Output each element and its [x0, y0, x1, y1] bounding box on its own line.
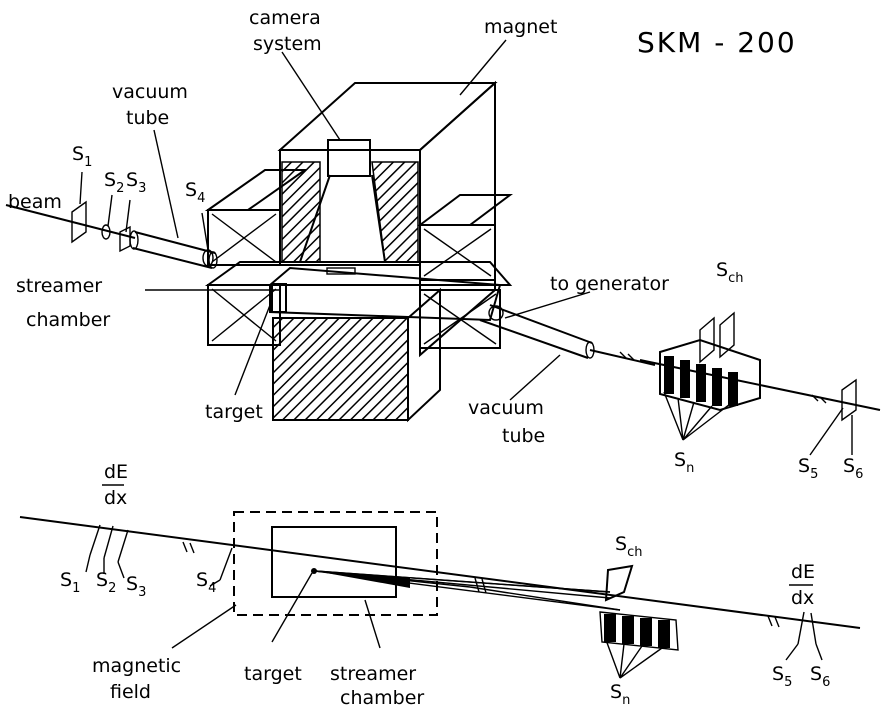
top-s1-counter [71, 200, 87, 244]
bottom-beamline [19, 516, 861, 629]
bottom-target [311, 568, 317, 574]
label-bottom-sn: Sn [610, 681, 630, 708]
label-top-s6: S6 [843, 455, 863, 482]
label-bottom-sch: Sch [615, 533, 642, 560]
label-bottom-s2: S2 [96, 569, 116, 596]
label-dedx-left-den: dx [104, 487, 127, 509]
top-camera-system [327, 139, 371, 177]
top-s2-counter [101, 224, 111, 240]
label-bottom-s6: S6 [810, 663, 830, 690]
label-top-s1: S1 [72, 143, 92, 170]
top-vacuum-tube-downstream [479, 304, 595, 359]
label-dedx-left-num: dE [104, 461, 128, 483]
label-beam: beam [8, 191, 62, 213]
label-to-generator: to generator [550, 273, 669, 295]
top-streamer-chamber [269, 266, 502, 322]
bottom-counters [89, 524, 817, 645]
label-top-sn: Sn [674, 449, 694, 476]
label-dedx-right-den: dx [791, 587, 814, 609]
label-top-s5: S5 [798, 455, 818, 482]
label-top-s4: S4 [185, 179, 205, 206]
label-top-sch: Sch [716, 259, 743, 286]
label-target-top: target [205, 401, 263, 423]
top-s5-s6-counter [841, 378, 857, 422]
bottom-sch-counter [604, 564, 634, 602]
label-magnet: magnet [484, 16, 557, 38]
label-target-bottom: target [244, 663, 302, 685]
top-magnet [204, 80, 513, 423]
label-top-s2: S2 [104, 169, 124, 196]
label-top-s3: S3 [126, 169, 146, 196]
top-sch-counter [699, 311, 735, 364]
label-bottom-s4: S4 [196, 569, 216, 596]
label-bottom-s5: S5 [772, 663, 792, 690]
bottom-sn-array [599, 611, 679, 651]
top-s3-counter [119, 225, 131, 253]
label-dedx-right-num: dE [791, 561, 815, 583]
label-bottom-s1: S1 [60, 569, 80, 596]
diagram-title: SKM - 200 [637, 26, 797, 59]
label-bottom-s3: S3 [126, 573, 146, 600]
top-sn-array [659, 338, 761, 412]
magnetic-field-region [233, 511, 438, 616]
top-leaders [79, 39, 853, 456]
bottom-track-bundle [315, 571, 410, 588]
bottom-streamer-chamber [271, 526, 397, 598]
bottom-leaders [85, 554, 823, 679]
